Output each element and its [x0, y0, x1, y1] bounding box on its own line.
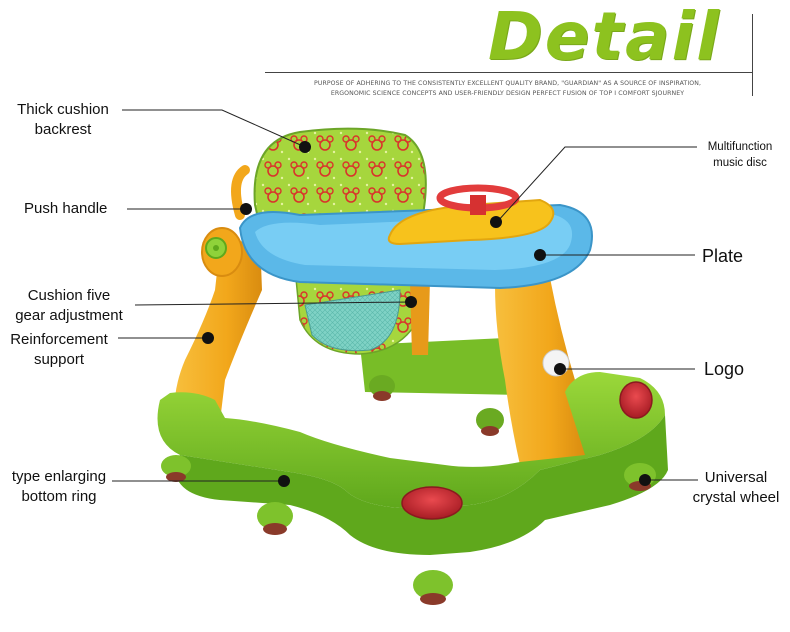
tagline: PURPOSE OF ADHERING TO THE CONSISTENTLY … [265, 79, 750, 99]
rear-leg [410, 280, 430, 355]
leader-music [496, 146, 697, 223]
red-insert-front [401, 486, 463, 520]
label-ring-line1: type enlarging [11, 468, 107, 485]
steering-column [470, 195, 486, 215]
label-wheel-line2: crystal wheel [692, 489, 780, 506]
dot-gear [405, 296, 417, 308]
title-underline [265, 72, 753, 73]
page-title: Detail [488, 0, 721, 75]
dot-backrest [299, 141, 311, 153]
label-wheel-line1: Universal [704, 469, 768, 486]
bottom-ring-side [174, 415, 668, 555]
music-disc [387, 198, 555, 246]
label-backrest: Thick cushion backrest [8, 100, 118, 140]
title-side-rule [752, 14, 753, 96]
dot-logo [554, 363, 566, 375]
label-push-handle: Push handle [24, 200, 108, 217]
label-gear-line2: gear adjustment [15, 307, 123, 324]
bottom-ring [157, 372, 665, 508]
label-music-line1: Multifunction [707, 141, 773, 153]
rear-left-wheel-hub [373, 391, 391, 401]
front-mid-wheel-hub [263, 523, 287, 535]
label-music-line2: music disc [713, 157, 767, 169]
front-center-wheel [413, 570, 453, 600]
label-wheel: Universal crystal wheel [684, 468, 788, 508]
front-center-wheel-hub [420, 593, 446, 605]
label-reinforcement: Reinforcement support [0, 330, 118, 370]
tagline-line-2: ERGONOMIC SCIENCE CONCEPTS AND USER-FRIE… [330, 90, 685, 97]
label-plate: Plate [702, 246, 744, 266]
label-ring: type enlarging bottom ring [0, 467, 118, 507]
leader-backrest [122, 109, 306, 148]
rear-base-bar [360, 338, 520, 395]
label-logo: Logo [704, 359, 745, 379]
dot-wheel [639, 474, 651, 486]
gear-knob-center [213, 245, 219, 251]
label-backrest-line2: backrest [34, 121, 92, 138]
front-left-wheel [161, 455, 191, 477]
rear-left-wheel [369, 375, 395, 397]
dot-music [490, 216, 502, 228]
dot-plate [534, 249, 546, 261]
dot-push-handle [240, 203, 252, 215]
label-backrest-line1: Thick cushion [17, 101, 109, 118]
leader-gear [134, 301, 411, 306]
seat-mesh [304, 289, 401, 352]
label-music: Multifunction music disc [694, 139, 786, 171]
callout-lines [112, 109, 698, 482]
front-left-wheel-hub [166, 472, 186, 482]
dot-reinforcement [202, 332, 214, 344]
label-reinforcement-line2: support [33, 351, 85, 368]
tagline-line-1: PURPOSE OF ADHERING TO THE CONSISTENTLY … [313, 80, 702, 87]
left-front-leg [174, 238, 262, 440]
label-gear: Cushion five gear adjustment [4, 286, 134, 326]
label-reinforcement-line1: Reinforcement [10, 331, 108, 348]
front-mid-wheel [257, 502, 293, 530]
rear-right-wheel-hub [481, 426, 499, 436]
red-insert-side [619, 381, 653, 419]
label-gear-line1: Cushion five [27, 287, 111, 304]
rear-right-wheel [476, 408, 504, 432]
dot-ring [278, 475, 290, 487]
label-ring-line2: bottom ring [21, 488, 97, 505]
callout-dots [202, 141, 651, 487]
right-front-leg [495, 278, 587, 465]
